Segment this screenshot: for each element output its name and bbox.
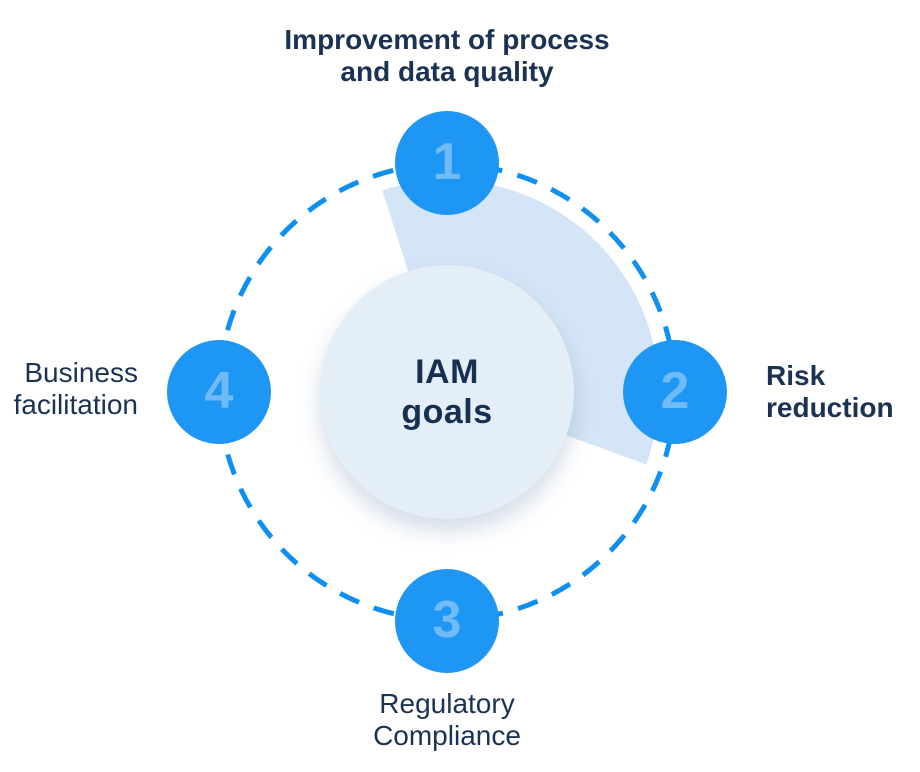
- node-number-3: 3: [432, 591, 462, 649]
- node-circle-2: 2: [623, 340, 727, 444]
- node-number-1: 1: [432, 133, 462, 191]
- center-label-line1: IAM: [415, 352, 479, 391]
- node-circle-1: 1: [395, 111, 499, 215]
- label-line: Compliance: [373, 720, 521, 752]
- node-circle-3: 3: [395, 569, 499, 673]
- label-line: Risk: [766, 360, 826, 391]
- label-line: Improvement of process: [284, 24, 610, 55]
- label-improvement-of-process: Improvement of process and data quality: [197, 24, 697, 89]
- label-line: Regulatory: [379, 688, 515, 719]
- center-circle: IAM goals: [320, 265, 574, 519]
- node-number-4: 4: [204, 362, 234, 420]
- label-line: reduction: [766, 392, 894, 424]
- label-line: Business: [24, 357, 138, 388]
- node-circle-4: 4: [167, 340, 271, 444]
- label-regulatory-compliance: Regulatory Compliance: [297, 688, 597, 753]
- label-risk-reduction: Risk reduction: [766, 360, 894, 425]
- center-label-line2: goals: [401, 393, 493, 431]
- label-business-facilitation: Business facilitation: [0, 357, 138, 422]
- label-line: facilitation: [13, 389, 138, 421]
- node-number-2: 2: [660, 362, 690, 420]
- label-line: and data quality: [340, 56, 554, 88]
